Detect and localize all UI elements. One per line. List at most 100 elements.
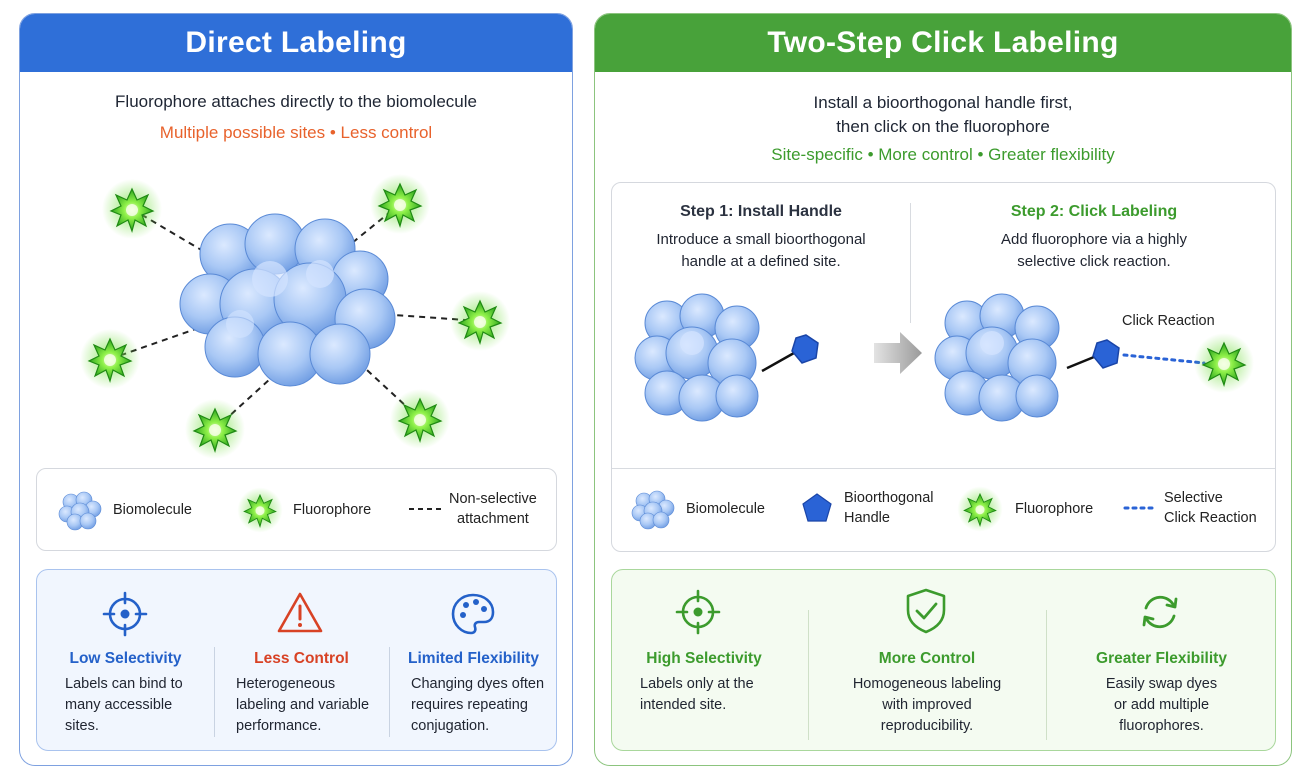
- step-title: Step 2: Click Labeling: [1010, 203, 1178, 220]
- desc-line: Heterogeneous: [236, 676, 336, 692]
- divider: [389, 647, 390, 737]
- panel-tagline: Multiple possible sites • Less control: [159, 123, 433, 142]
- fluorophore-3: [79, 328, 141, 390]
- fluorophore: [1193, 332, 1255, 394]
- benefit-title: Limited Flexibility: [408, 650, 539, 667]
- handle-linker: [761, 351, 795, 373]
- legend-label: Biomolecule: [113, 502, 192, 518]
- desc-line: requires repeating: [411, 697, 528, 713]
- fluorophore-6: [389, 388, 451, 450]
- divider: [1046, 610, 1047, 740]
- benefit-title: Greater Flexibility: [1096, 650, 1227, 667]
- benefit-high-selectivity: High Selectivity Labels only at the inte…: [612, 570, 808, 750]
- divider: [612, 468, 1275, 469]
- benefit-description: Homogeneous labeling with improved repro…: [808, 674, 1046, 737]
- legend-click-reaction: Selective Click Reaction: [1122, 488, 1257, 528]
- target-icon: [102, 591, 148, 637]
- direct-labeling-panel: Direct Labeling Fluorophore attaches dir…: [19, 13, 573, 766]
- dotted-line-icon: [1123, 506, 1155, 510]
- click-reaction-link: [1122, 353, 1206, 365]
- legend-non-selective: Non-selective attachment: [407, 489, 537, 529]
- fluorophore-4: [449, 290, 511, 352]
- advantages-box: High Selectivity Labels only at the inte…: [611, 569, 1276, 751]
- biomolecule-icon: [631, 490, 675, 530]
- desc-line: with improved: [882, 697, 972, 713]
- click-labeling-illustration: [634, 293, 1255, 422]
- biomolecule: [934, 293, 1060, 422]
- benefit-description: Heterogeneous labeling and variable perf…: [236, 674, 369, 737]
- legend-label: attachment: [457, 511, 529, 527]
- fluorophore-1: [101, 178, 163, 240]
- legend-fluorophore: Fluorophore: [237, 487, 371, 533]
- benefit-limited-flexibility: Limited Flexibility Changing dyes often …: [389, 570, 558, 750]
- target-icon: [675, 589, 721, 635]
- fluorophore-icon: [957, 486, 1003, 532]
- legend-fluorophore: Fluorophore: [957, 486, 1093, 532]
- palette-icon: [451, 593, 495, 635]
- desc-line: Labels only at the: [640, 676, 754, 692]
- divider: [214, 647, 215, 737]
- bioorthogonal-handle: [1092, 339, 1120, 369]
- bioorthogonal-handle: [791, 334, 819, 364]
- desc-line: or add multiple: [1113, 697, 1210, 713]
- handle-linker: [1066, 355, 1095, 370]
- panel-title: Two-Step Click Labeling: [595, 14, 1291, 72]
- legend-biomolecule: Biomolecule: [57, 489, 192, 531]
- divider: [808, 610, 809, 740]
- desc-line: intended site.: [640, 697, 727, 713]
- legend-label: Handle: [844, 510, 890, 526]
- desc-line: reproducibility.: [880, 718, 974, 734]
- warning-icon: [277, 592, 323, 633]
- benefit-low-selectivity: Low Selectivity Labels can bind to many …: [37, 570, 214, 750]
- panel-subtitle: Fluorophore attaches directly to the bio…: [115, 92, 477, 111]
- desc-line: sites.: [65, 718, 99, 734]
- panel-subtitle: Install a bioorthogonal handle first, th…: [595, 91, 1291, 139]
- step-desc-line: Add fluorophore via a highly: [1001, 231, 1187, 248]
- desc-line: fluorophores.: [1119, 718, 1204, 734]
- legend-handle: Bioorthogonal Handle: [800, 488, 934, 528]
- benefit-greater-flexibility: Greater Flexibility Easily swap dyes or …: [1046, 570, 1277, 750]
- legend-label: Bioorthogonal: [844, 490, 934, 506]
- desc-line: many accessible: [65, 697, 173, 713]
- subtitle-line: then click on the fluorophore: [836, 117, 1050, 136]
- pentagon-icon: [802, 493, 832, 522]
- biomolecule: [634, 293, 760, 422]
- step-desc-line: Introduce a small bioorthogonal: [656, 231, 866, 248]
- desc-line: conjugation.: [411, 718, 490, 734]
- benefit-description: Easily swap dyes or add multiple fluorop…: [1046, 674, 1277, 737]
- step-1: Step 1: Install Handle Introduce a small…: [612, 203, 910, 273]
- benefit-title: More Control: [878, 650, 976, 667]
- legend-label: Click Reaction: [1164, 510, 1257, 526]
- legend: Biomolecule Fluorophore Non-selective at…: [36, 468, 557, 551]
- steps-box: Step 1: Install Handle Introduce a small…: [611, 182, 1276, 552]
- benefit-description: Labels can bind to many accessible sites…: [65, 674, 183, 737]
- biomolecule-icon: [58, 491, 102, 531]
- legend-biomolecule: Biomolecule: [630, 488, 765, 530]
- click-labeling-panel: Two-Step Click Labeling Install a bioort…: [594, 13, 1292, 766]
- benefit-more-control: More Control Homogeneous labeling with i…: [808, 570, 1046, 750]
- legend-label: Fluorophore: [1015, 501, 1094, 517]
- step-desc-line: handle at a defined site.: [681, 253, 841, 270]
- desc-line: Easily swap dyes: [1105, 676, 1218, 692]
- fluorophore-2: [369, 173, 431, 235]
- fluorophore-icon: [237, 487, 283, 533]
- benefit-description: Labels only at the intended site.: [640, 674, 754, 716]
- divider: [910, 203, 911, 323]
- biomolecule: [179, 213, 396, 387]
- subtitle-line: Install a bioorthogonal handle first,: [813, 93, 1073, 112]
- step-2: Step 2: Click Labeling Add fluorophore v…: [911, 203, 1277, 273]
- desc-line: labeling and variable: [236, 697, 370, 713]
- panel-title: Direct Labeling: [20, 14, 572, 72]
- benefit-description: Changing dyes often requires repeating c…: [411, 674, 544, 737]
- fluorophore-5: [184, 398, 246, 460]
- benefit-title: Low Selectivity: [69, 650, 182, 667]
- desc-line: performance.: [236, 718, 322, 734]
- legend-label: Fluorophore: [293, 502, 372, 518]
- legend-label: Non-selective: [449, 491, 537, 507]
- dashed-line-icon: [409, 508, 441, 510]
- benefit-title: Less Control: [254, 650, 349, 667]
- desc-line: Changing dyes often: [411, 676, 545, 692]
- click-reaction-label: Click Reaction: [1122, 313, 1215, 329]
- panel-tagline: Site-specific • More control • Greater f…: [771, 145, 1115, 164]
- desc-line: Labels can bind to: [65, 676, 183, 692]
